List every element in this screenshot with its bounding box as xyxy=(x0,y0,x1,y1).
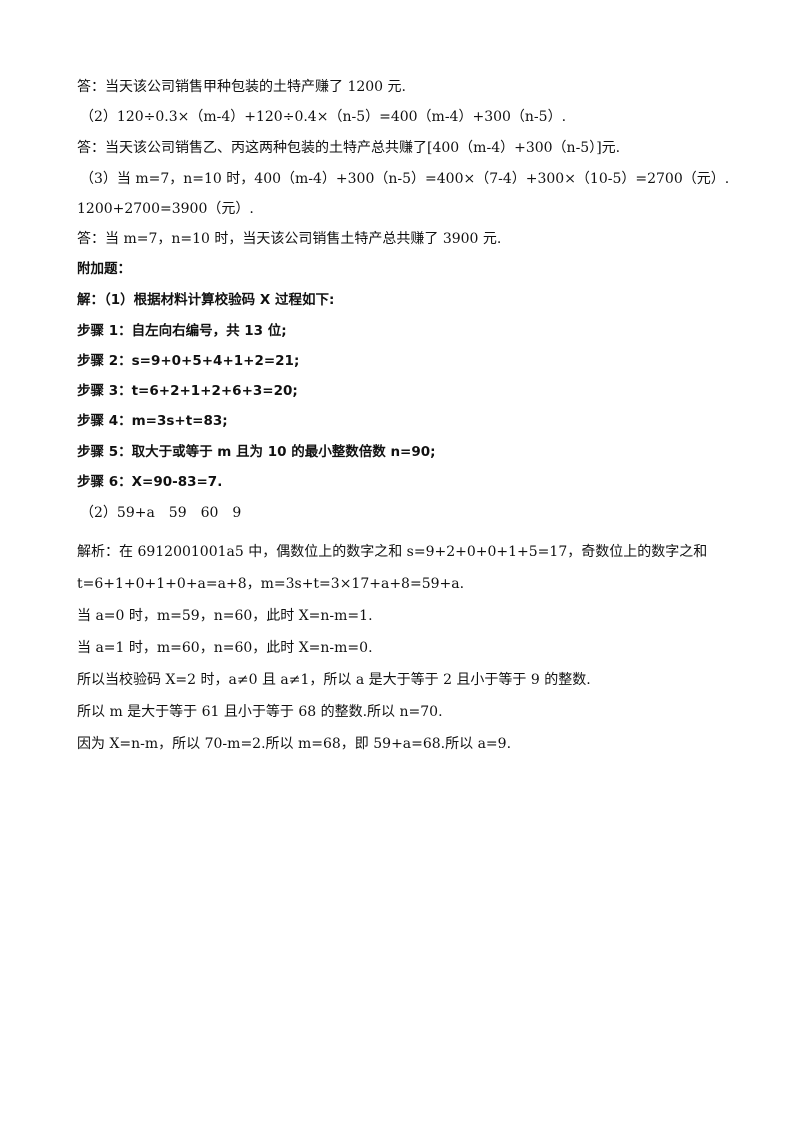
part-2-answer: （2）59+a 59 60 9 xyxy=(80,505,242,521)
answer-line-1: 答：当天该公司销售甲种包装的土特产赚了 1200 元. xyxy=(77,79,406,95)
analysis-final: 因为 X=n-m，所以 70-m=2.所以 m=68，即 59+a=68.所以 … xyxy=(77,736,512,752)
extra-question-heading: 附加题： xyxy=(77,261,131,277)
step-2: 步骤 2：s=9+0+5+4+1+2=21; xyxy=(77,353,300,369)
analysis-case-a1: 当 a=1 时，m=60，n=60，此时 X=n-m=0. xyxy=(77,640,373,656)
solution-intro: 解：（1）根据材料计算校验码 X 过程如下: xyxy=(77,292,335,308)
part-3-calculation: （3）当 m=7，n=10 时，400（m-4）+300（n-5）=400×（7… xyxy=(80,171,730,187)
part-2-equation: （2）120÷0.3×（m-4）+120÷0.4×（n-5）=400（m-4）+… xyxy=(80,109,567,125)
answer-line-2: 答：当天该公司销售乙、丙这两种包装的土特产总共赚了[400（m-4）+300（n… xyxy=(77,140,621,156)
step-4: 步骤 4：m=3s+t=83; xyxy=(77,413,228,429)
analysis-case-a0: 当 a=0 时，m=59，n=60，此时 X=n-m=1. xyxy=(77,608,373,624)
analysis-line-1: 解析：在 6912001001a5 中，偶数位上的数字之和 s=9+2+0+0+… xyxy=(77,544,708,560)
answer-line-3: 答：当 m=7，n=10 时，当天该公司销售土特产总共赚了 3900 元. xyxy=(77,231,502,247)
step-1: 步骤 1：自左向右编号，共 13 位; xyxy=(77,323,287,339)
sum-line: 1200+2700=3900（元）. xyxy=(77,201,254,217)
analysis-conclusion-m: 所以 m 是大于等于 61 且小于等于 68 的整数.所以 n=70. xyxy=(77,704,443,720)
analysis-conclusion-a: 所以当校验码 X=2 时，a≠0 且 a≠1，所以 a 是大于等于 2 且小于等… xyxy=(77,672,591,688)
analysis-line-2: t=6+1+0+1+0+a=a+8，m=3s+t=3×17+a+8=59+a. xyxy=(77,576,465,592)
step-5: 步骤 5：取大于或等于 m 且为 10 的最小整数倍数 n=90; xyxy=(77,444,436,460)
step-3: 步骤 3：t=6+2+1+2+6+3=20; xyxy=(77,383,298,399)
step-6: 步骤 6：X=90-83=7. xyxy=(77,474,223,490)
